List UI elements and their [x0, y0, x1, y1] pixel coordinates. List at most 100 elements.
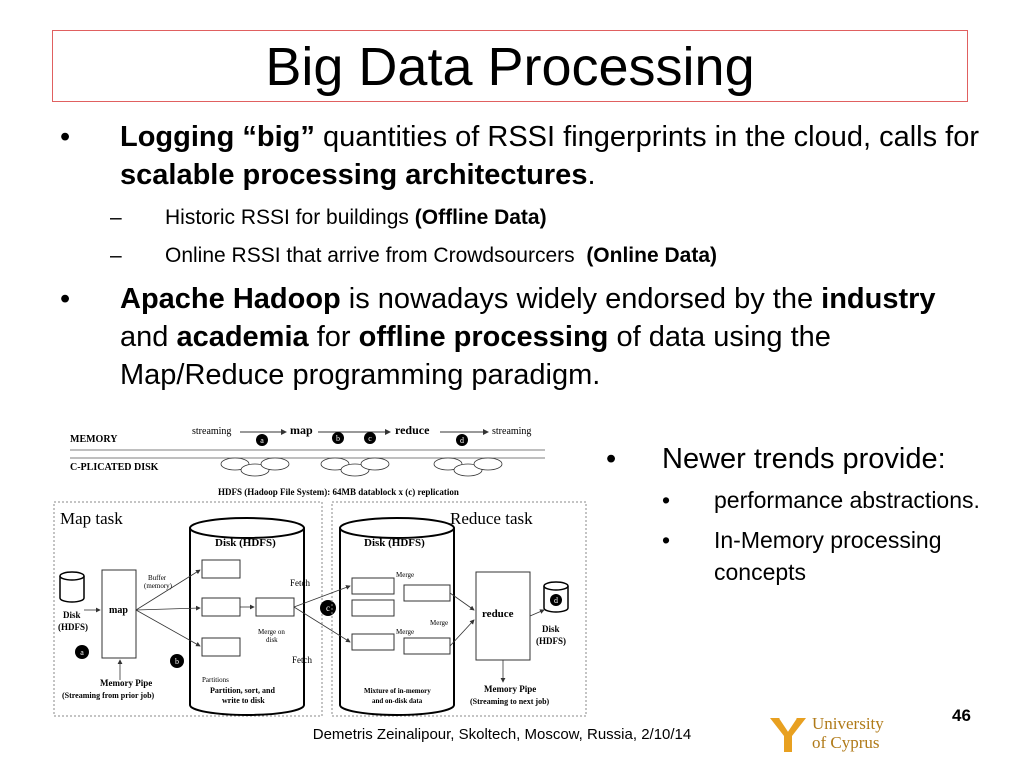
hdfs-caption: HDFS (Hadoop File System): 64MB databloc…: [218, 487, 459, 497]
merge-label-3: Merge: [396, 628, 414, 636]
block: [403, 637, 451, 655]
merge-label-1: Merge: [396, 571, 414, 579]
reduce-top-label: reduce: [395, 423, 430, 437]
memory-pipe-left-2: (Streaming from prior job): [62, 691, 155, 700]
disk-cluster-2: [320, 457, 390, 477]
step-a-text: a: [260, 436, 264, 445]
disk-hdfs-label-1: Disk (HDFS): [215, 537, 276, 549]
map-function-label: map: [109, 605, 128, 616]
reduce-function-label: reduce: [482, 608, 514, 620]
text: and: [120, 321, 177, 353]
merge-on-disk-1: Merge on: [258, 628, 285, 636]
step-a-badge-lower: a: [75, 645, 89, 659]
university-logo: University of Cyprus: [766, 712, 916, 756]
sub-bullet-offline: – Historic RSSI for buildings (Offline D…: [60, 204, 980, 232]
text: quantities of RSSI fingerprints in the c…: [314, 121, 980, 153]
step-d-text: d: [554, 596, 558, 605]
step-c-badge: c: [364, 432, 376, 444]
bullet-mark: •: [60, 121, 71, 153]
text: In-Memory processing concepts: [714, 527, 942, 585]
block: [351, 633, 395, 651]
memory-label: MEMORY: [70, 434, 118, 445]
memory-pipe-left-1: Memory Pipe: [100, 678, 152, 688]
bold-academia: academia: [176, 321, 309, 353]
disk-cluster-1: [220, 457, 290, 477]
bullet-mark: •: [606, 443, 617, 475]
disk-hdfs-label-2: Disk (HDFS): [364, 537, 425, 549]
disk-left-label-2: (HDFS): [58, 622, 88, 632]
step-c-text: c: [326, 603, 330, 613]
buffer-label-2: (memory): [144, 582, 173, 590]
step-a-text: a: [80, 648, 84, 657]
map-task-panel: [53, 501, 323, 717]
bold-hadoop: Apache Hadoop: [120, 283, 341, 315]
mixture-label-2: and on-disk data: [372, 697, 423, 705]
step-c-badge-lower: c: [320, 600, 336, 616]
disk-left-label-1: Disk: [63, 610, 81, 620]
bullet-newer-trends: • Newer trends provide:: [606, 440, 1006, 478]
psw-label-2: write to disk: [222, 696, 265, 705]
right-disk-icon: d: [543, 581, 569, 613]
bold-logging-big: Logging “big”: [120, 121, 315, 153]
bold-offline-processing: offline processing: [358, 321, 609, 353]
logo-emblem-icon: [770, 717, 806, 752]
block: [351, 599, 395, 617]
merge-on-disk-2: disk: [266, 636, 278, 644]
bullet-logging: • Logging “big” quantities of RSSI finge…: [60, 118, 980, 194]
fetch-label-2: Fetch: [292, 655, 312, 665]
hadoop-mapreduce-diagram: MEMORY C-PLICATED DISK streaming map red…: [53, 423, 587, 717]
step-a-badge: a: [256, 434, 268, 446]
mixture-label-1: Mixture of in-memory: [364, 687, 431, 695]
text: for: [308, 321, 359, 353]
step-c-text: c: [368, 434, 372, 443]
disk-cluster-3: [433, 457, 503, 477]
memory-pipe-right-1: Memory Pipe: [484, 684, 536, 694]
block: [201, 597, 241, 617]
sub-bullet-online: – Online RSSI that arrive from Crowdsour…: [60, 242, 980, 270]
bullet-mark: •: [662, 527, 671, 553]
step-b-badge: b: [332, 432, 344, 444]
logo-text: University of Cyprus: [812, 714, 884, 752]
dash-mark: –: [110, 206, 122, 229]
text: Historic RSSI for buildings: [165, 206, 415, 229]
disk-right-label-1: Disk: [542, 624, 560, 634]
step-b-badge-lower: b: [170, 654, 184, 668]
text: is nowadays widely endorsed by the: [340, 283, 822, 315]
bullet-mark: •: [60, 283, 71, 315]
block: [403, 584, 451, 602]
map-top-label: map: [290, 423, 313, 437]
block: [201, 559, 241, 579]
sub-bullet-performance: • performance abstractions.: [606, 484, 1006, 516]
text: Newer trends provide:: [662, 443, 946, 475]
text: Online RSSI that arrive from Crowdsource…: [165, 244, 587, 267]
page-number: 46: [952, 706, 971, 725]
hdfs-cylinder-reduce: [339, 517, 455, 716]
logo-line-2: of Cyprus: [812, 733, 880, 752]
step-b-text: b: [175, 657, 179, 666]
step-d-badge: d: [456, 434, 468, 446]
step-b-text: b: [336, 434, 340, 443]
block: [201, 637, 241, 657]
footer-text: Demetris Zeinalipour, Skoltech, Moscow, …: [312, 726, 692, 743]
reduce-function-box: [475, 571, 531, 661]
step-d-text: d: [460, 436, 464, 445]
partitions-label: Partitions: [202, 676, 229, 684]
bullet-list: • Logging “big” quantities of RSSI finge…: [60, 118, 980, 398]
reduce-task-title: Reduce task: [450, 509, 533, 528]
disk-row-label: C-PLICATED DISK: [70, 462, 159, 473]
block: [351, 577, 395, 595]
bullet-mark: •: [662, 487, 671, 513]
side-bullets: • Newer trends provide: • performance ab…: [606, 440, 1006, 596]
buffer-label-1: Buffer: [148, 574, 167, 582]
streaming-in-label: streaming: [192, 426, 231, 437]
slide-title: Big Data Processing: [265, 37, 755, 97]
bold-industry: industry: [821, 283, 936, 315]
bold-online-data: (Online Data): [586, 244, 717, 267]
bullet-hadoop: • Apache Hadoop is nowadays widely endor…: [60, 280, 980, 394]
flow-arrows: [84, 569, 545, 683]
bold-offline-data: (Offline Data): [414, 206, 547, 229]
sub-bullet-in-memory: • In-Memory processing concepts: [606, 524, 1006, 588]
text: performance abstractions.: [714, 487, 980, 513]
streaming-out-label: streaming: [492, 426, 531, 437]
footer: Demetris Zeinalipour, Skoltech, Moscow, …: [0, 726, 1024, 743]
